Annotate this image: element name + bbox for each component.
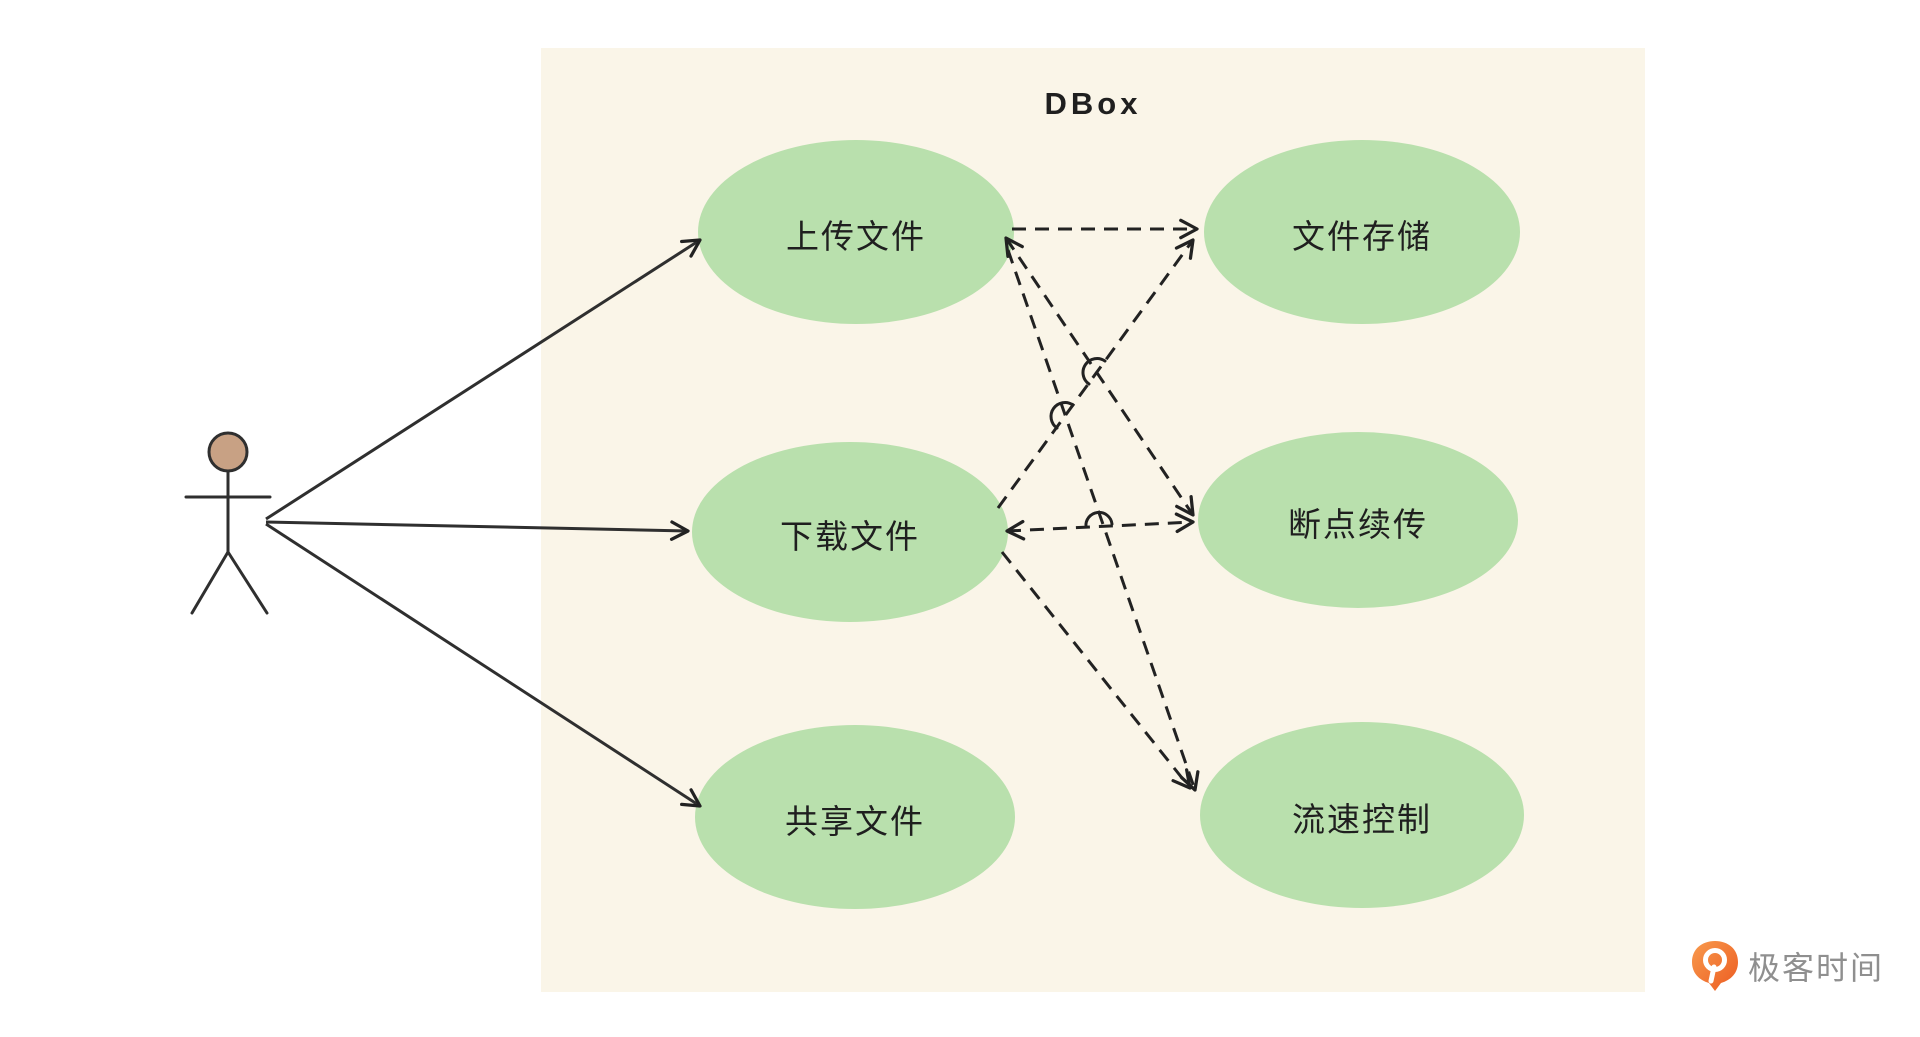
edge-actor-upload [265, 238, 702, 521]
use-case-label-file-storage: 文件存储 [1292, 218, 1432, 255]
actor-figure [184, 431, 272, 615]
use-case-label-upload-file: 上传文件 [786, 218, 926, 255]
use-case-rate-control [1200, 722, 1524, 908]
geektime-logo-icon [1692, 941, 1738, 991]
use-case-share-file [695, 725, 1015, 909]
crossing-hop-1 [1081, 356, 1107, 386]
edge-download-resume [1005, 512, 1195, 541]
crossing-hop-2 [1049, 400, 1075, 430]
use-case-label-resume-transfer: 断点续传 [1288, 506, 1428, 543]
use-case-file-storage [1204, 140, 1520, 324]
edge-download-rate [1000, 551, 1192, 790]
edge-actor-share [265, 522, 702, 808]
actor-head [207, 431, 249, 473]
use-case-label-share-file: 共享文件 [785, 803, 925, 840]
actor-leg-right [226, 550, 269, 615]
use-case-download-file [692, 442, 1008, 622]
edge-upload-resume [1004, 236, 1195, 517]
edge-upload-rate [1006, 249, 1200, 792]
actor-leg-left [190, 550, 230, 615]
geektime-watermark: 极客时间 [1690, 940, 1884, 992]
crossing-hop-3 [1084, 510, 1114, 529]
use-case-upload-file [698, 140, 1014, 324]
use-case-label-rate-control: 流速控制 [1292, 801, 1432, 838]
use-case-resume-transfer [1198, 432, 1518, 608]
system-title: DBox [1044, 86, 1142, 121]
use-case-label-download-file: 下载文件 [780, 518, 920, 555]
edge-actor-download [265, 520, 690, 541]
geektime-logo-text: 极客时间 [1748, 950, 1885, 986]
